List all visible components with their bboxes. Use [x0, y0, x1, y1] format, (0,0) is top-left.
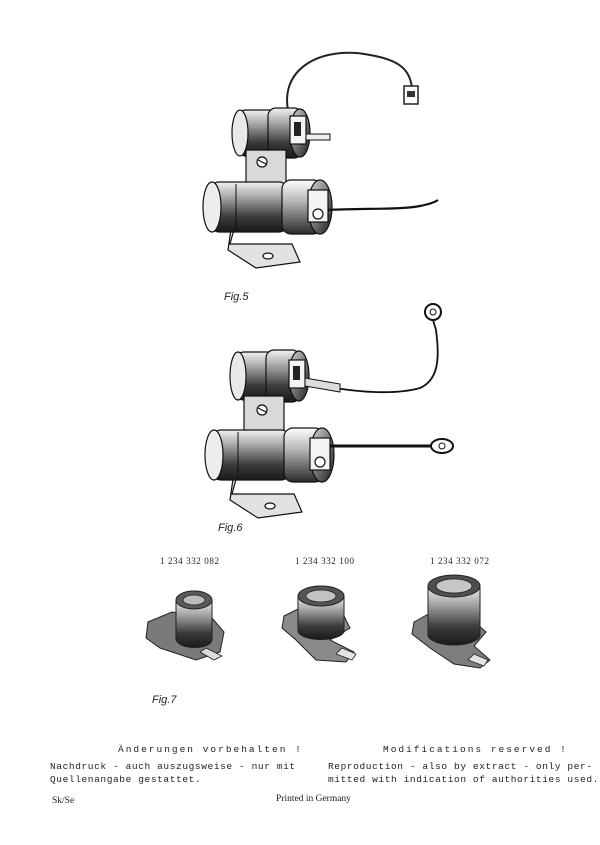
document-code: Sk/Se — [52, 796, 75, 806]
english-notice-line-2: mitted with indication of authorities us… — [328, 774, 599, 785]
german-notice-line-2: Quellenangabe gestattet. — [50, 774, 202, 785]
german-notice-heading: Änderungen vorbehalten ! — [118, 744, 303, 755]
printed-in-germany: Printed in Germany — [276, 794, 351, 804]
fig7-part-082-illustration — [145, 590, 225, 661]
fig7-part-100-illustration — [281, 585, 357, 663]
fig5-label: Fig.5 — [224, 291, 249, 303]
fig7-part-number-1: 1 234 332 082 — [160, 556, 220, 566]
german-notice-line-1: Nachdruck - auch auszugsweise - nur mit — [50, 761, 296, 772]
fig6-bracket — [229, 395, 303, 519]
fig5-wire — [286, 51, 419, 119]
fig7-part-number-2: 1 234 332 100 — [295, 556, 355, 566]
english-notice-line-1: Reproduction - also by extract - only pe… — [328, 761, 593, 772]
fig7-part-072-illustration — [411, 574, 491, 669]
english-notice-heading: Modifications reserved ! — [383, 744, 568, 755]
fig6-label: Fig.6 — [218, 522, 243, 534]
fig5-upper-capacitor — [231, 107, 331, 159]
fig7-label: Fig.7 — [152, 694, 177, 706]
fig6-lower-capacitor — [204, 427, 454, 483]
fig5-bracket — [227, 149, 301, 269]
fig6-wire-ring — [334, 303, 442, 394]
fig5-lower-capacitor — [202, 179, 439, 235]
fig6-upper-capacitor — [229, 349, 341, 403]
fig7-part-number-3: 1 234 332 072 — [430, 556, 490, 566]
